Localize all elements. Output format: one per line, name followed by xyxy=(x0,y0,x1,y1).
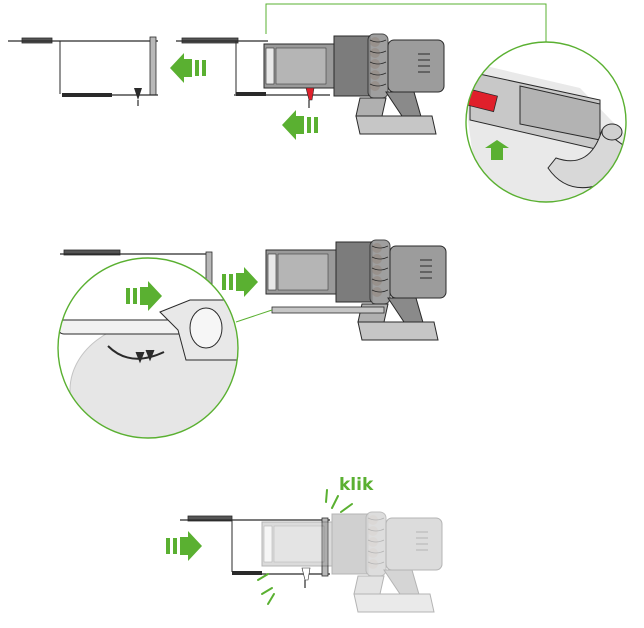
arrow-right-icon xyxy=(222,267,258,297)
zoom-detail-2 xyxy=(57,257,239,439)
step-1-group xyxy=(8,3,627,203)
vacuum-step2 xyxy=(265,239,447,341)
step-3-group: klik xyxy=(166,475,442,612)
click-label: klik xyxy=(339,475,374,495)
zoom-detail-1 xyxy=(465,41,627,203)
removed-bin xyxy=(8,36,158,106)
click-lines-icon xyxy=(257,489,353,605)
vacuum-step3 xyxy=(262,512,442,612)
step-2-group xyxy=(57,239,447,439)
arrow-left-icon xyxy=(170,53,206,83)
arrow-right-icon xyxy=(166,531,202,561)
vacuum-step1 xyxy=(176,33,445,135)
arrow-up-icon xyxy=(485,140,509,160)
callout-leader xyxy=(265,3,547,42)
arrow-left-icon xyxy=(282,110,318,140)
